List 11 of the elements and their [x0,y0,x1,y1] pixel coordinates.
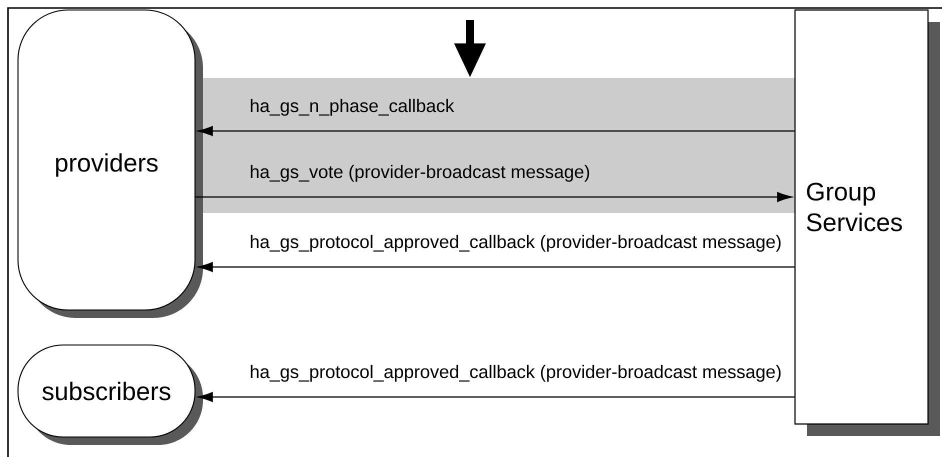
arrow [198,392,794,402]
edge-label: ha_gs_vote (provider-broadcast message) [250,164,590,182]
edge-label: ha_gs_protocol_approved_callback (provider-broadcast message) [250,364,781,382]
arrow [198,126,794,136]
edge-label: ha_gs_n_phase_callback [250,98,454,116]
providers-box: providers [17,9,203,318]
arrow [196,192,792,202]
edge-label: ha_gs_protocol_approved_callback (provider-broadcast message) [250,234,781,252]
service-box: Group Services [794,9,940,436]
arrow [198,262,794,272]
subscribers-box: subscribers [17,344,203,445]
